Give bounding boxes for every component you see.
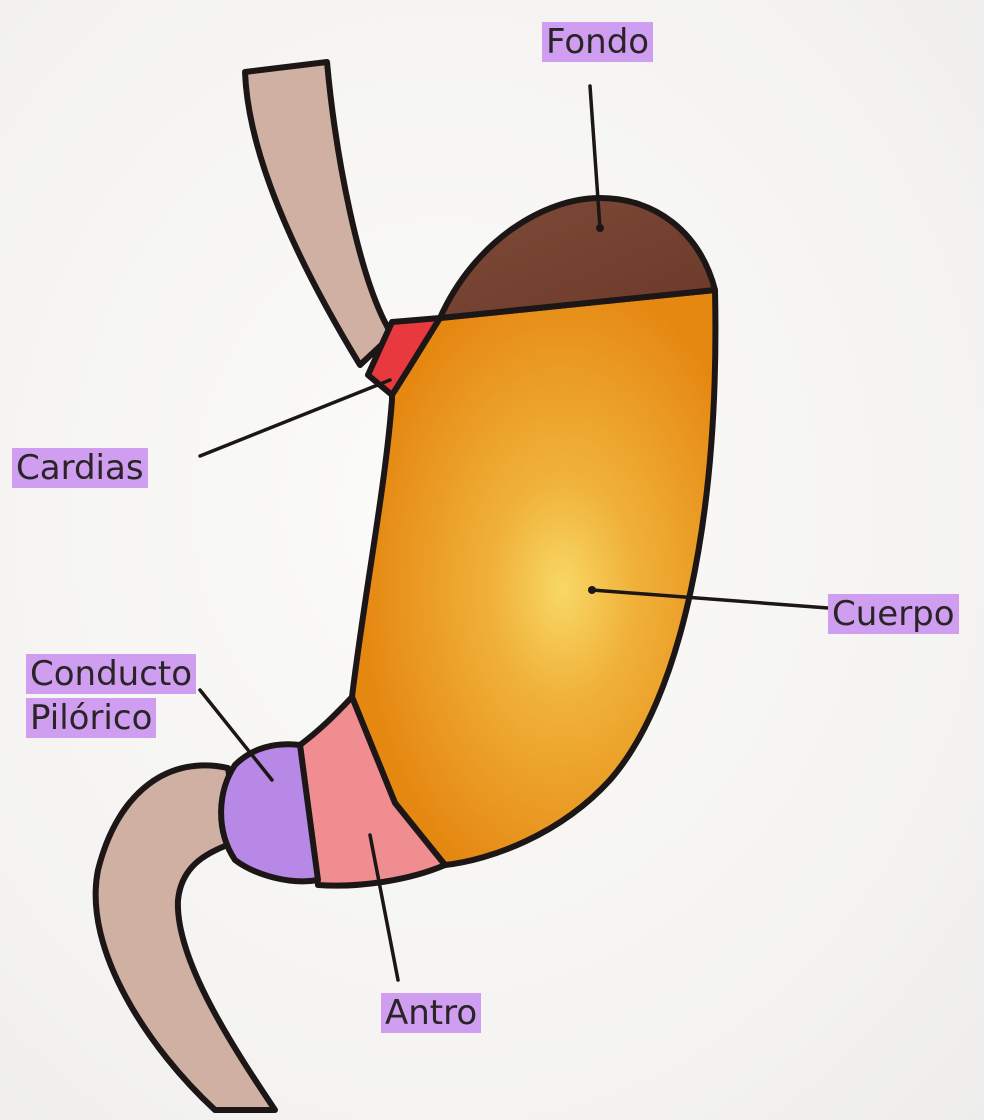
cuerpo-pointer-dot [588,586,596,594]
esophagus [245,62,392,365]
label-cardias-text: Cardias [12,448,148,488]
label-conducto-pilorico: Conducto Pilórico [20,656,202,736]
fondo-pointer-dot [596,224,604,232]
label-antro-text: Antro [381,993,481,1033]
cardias-pointer [200,380,390,456]
label-fondo-text: Fondo [542,22,653,62]
label-cardias: Cardias [6,450,154,486]
label-cuerpo: Cuerpo [822,596,965,632]
conducto-pilorico-region [221,744,318,881]
label-fondo: Fondo [536,24,659,60]
label-conducto-line2: Pilórico [26,698,156,738]
label-conducto-line1: Conducto [26,654,196,694]
label-cuerpo-text: Cuerpo [828,594,959,634]
label-antro: Antro [375,995,487,1031]
